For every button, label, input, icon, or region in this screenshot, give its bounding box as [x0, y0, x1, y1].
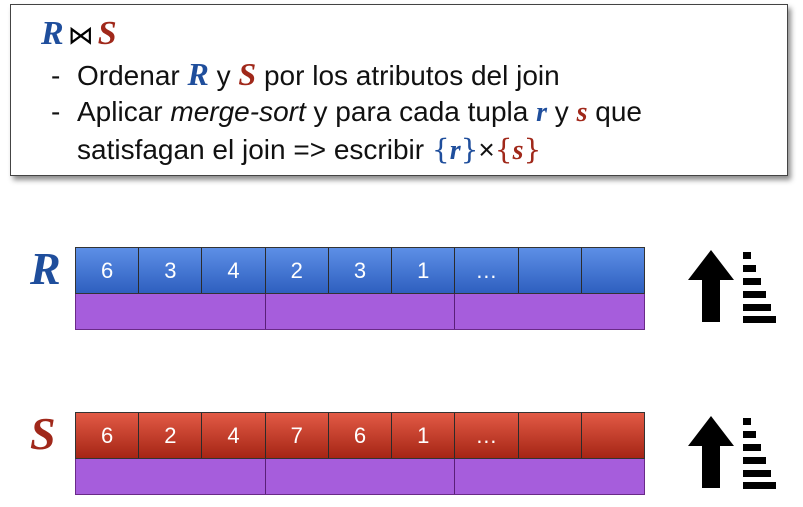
tuple-cell: 4 [202, 413, 266, 458]
times-symbol: × [478, 134, 495, 165]
bullet1-post: por los atributos del join [256, 60, 560, 91]
tuple-cell: 3 [329, 248, 393, 293]
relation-r-pages [75, 294, 645, 330]
tuple-cell: … [455, 248, 519, 293]
page-block [266, 459, 456, 494]
brace-open-r: { [431, 133, 450, 166]
tuple-cell: 7 [266, 413, 329, 458]
relation-s-label: S [30, 408, 56, 459]
bullet2-and: y [547, 96, 577, 127]
bullet1-mid: y [208, 60, 239, 91]
bullet-dash: - [51, 60, 61, 91]
brace-open-s: { [494, 133, 513, 166]
tuple-cell [582, 248, 644, 293]
tuple-cell: 1 [392, 413, 456, 458]
bullet2-merge-sort: merge-sort [170, 96, 306, 127]
tuple-cell [582, 413, 644, 458]
bullet1-pre: Ordenar [77, 60, 188, 91]
title-r: R [41, 15, 64, 52]
brace-close-s: } [523, 133, 542, 166]
page-block [266, 294, 456, 329]
tuple-cell [519, 413, 582, 458]
relation-r-tuples: 6 3 4 2 3 1 … [75, 247, 645, 294]
tuple-cell: 4 [202, 248, 266, 293]
bullet2-mid: y para cada tupla [305, 96, 537, 127]
tuple-cell: … [455, 413, 519, 458]
bullet2-s: s [576, 97, 588, 128]
bullet2-pre: Aplicar [77, 96, 171, 127]
title-s: S [97, 15, 117, 52]
bullet-ordenar: -Ordenar R y S por los atributos del joi… [51, 57, 560, 93]
tuple-cell: 2 [139, 413, 203, 458]
bullet1-s: S [238, 56, 257, 92]
info-box: R⋈S -Ordenar R y S por los atributos del… [10, 4, 788, 176]
relation-s-pages [75, 459, 645, 495]
tuple-cell: 1 [392, 248, 456, 293]
join-title: R⋈S [41, 13, 117, 56]
page-block [455, 294, 644, 329]
bullet2-post: que [587, 96, 642, 127]
page-block [455, 459, 644, 494]
brace-close-r: } [460, 133, 479, 166]
bullet3-s: s [512, 135, 524, 166]
sort-ascending-icon [688, 250, 776, 323]
bullet3-r: r [449, 135, 461, 166]
bullet3-pre: satisfagan el join => escribir [77, 134, 432, 165]
page-block [76, 294, 266, 329]
bullet-dash: - [51, 96, 61, 127]
tuple-cell: 2 [266, 248, 329, 293]
page-block [76, 459, 266, 494]
relation-s-tuples: 6 2 4 7 6 1 … [75, 412, 645, 459]
bullet2-r: r [536, 97, 548, 128]
tuple-cell: 3 [139, 248, 203, 293]
bullet-aplicar: -Aplicar merge-sort y para cada tupla r … [51, 95, 642, 130]
tuple-cell: 6 [76, 413, 140, 458]
bullet-continuation: satisfagan el join => escribir {r}×{s} [77, 133, 541, 168]
sort-ascending-icon [688, 416, 776, 489]
tuple-cell [519, 248, 582, 293]
bullet1-r: R [187, 56, 209, 92]
relation-r-label: R [30, 243, 61, 294]
tuple-cell: 6 [329, 413, 393, 458]
bowtie-symbol: ⋈ [67, 21, 94, 51]
tuple-cell: 6 [76, 248, 140, 293]
